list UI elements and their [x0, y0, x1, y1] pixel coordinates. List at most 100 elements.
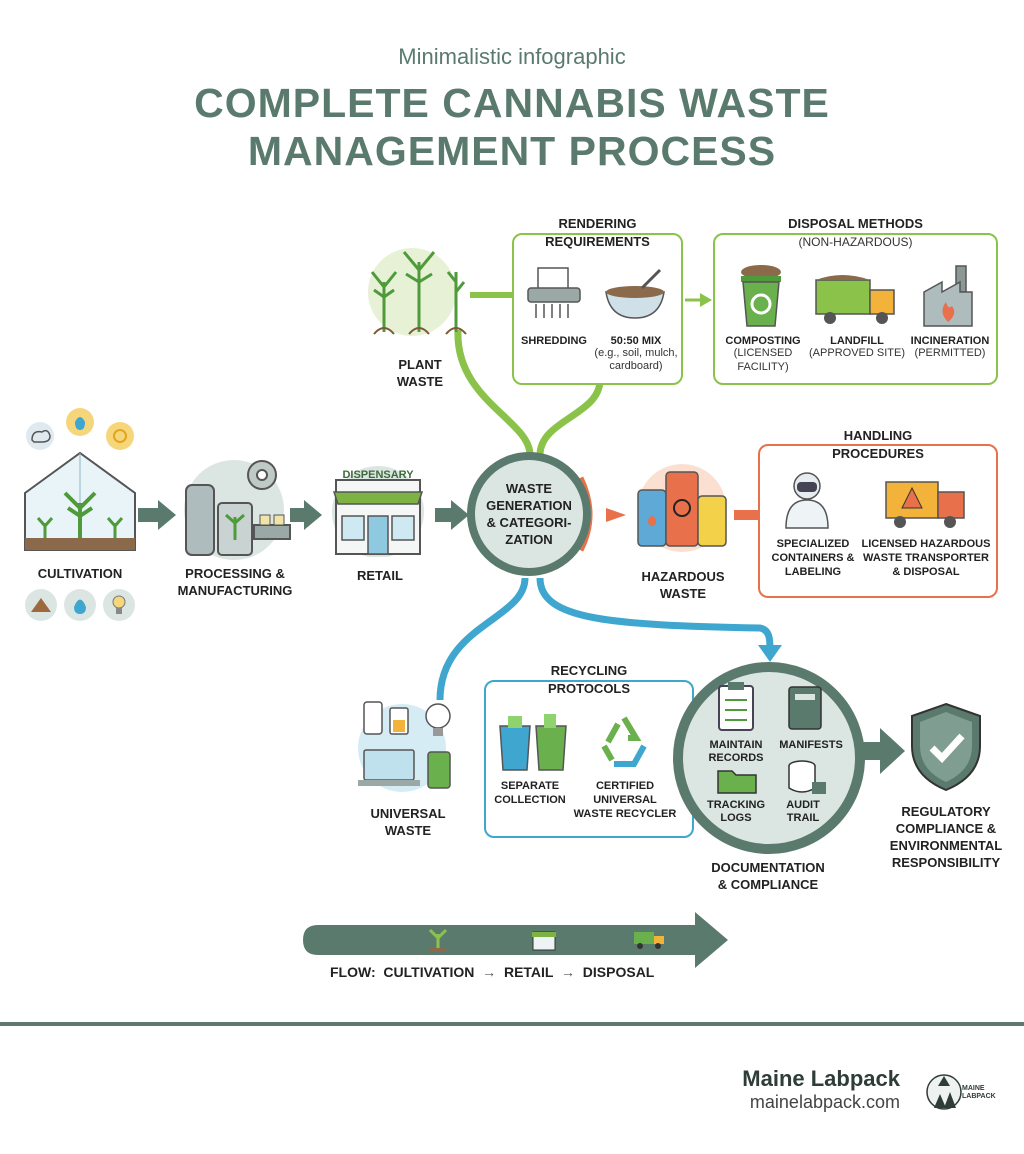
composting-note-2: FACILITY) [737, 361, 789, 373]
arrow-cultivation-processing [138, 508, 160, 522]
flow-plant-icon [424, 926, 452, 952]
dispensary-icon [328, 462, 428, 557]
mix-note-1: (e.g., soil, mulch, [594, 347, 678, 359]
shredder-icon [524, 264, 584, 322]
certified-label-3: WASTE RECYCLER [573, 808, 677, 820]
arrow-retail-hub [435, 508, 453, 522]
retail-label: RETAIL [357, 568, 403, 583]
shield-check-icon [906, 700, 986, 794]
flow-truck-icon [632, 928, 666, 950]
mix-note-2: cardboard) [609, 360, 663, 372]
processing-label-1: PROCESSING & [185, 566, 285, 581]
handling-title-1: HANDLING [843, 428, 913, 443]
waste-hub [467, 452, 591, 576]
flow-store-icon [530, 926, 558, 952]
transport-label-1: LICENSED HAZARDOUS [861, 538, 991, 550]
documentation-circle [673, 662, 865, 854]
documentation-title-2: & COMPLIANCE [717, 877, 819, 892]
flow-arrow [303, 912, 728, 968]
composting-label: COMPOSTING [725, 335, 801, 347]
title-line-2: MANAGEMENT PROCESS [247, 128, 777, 174]
handling-title-2: PROCEDURES [832, 446, 924, 461]
outcome-label-4: RESPONSIBILITY [891, 855, 1001, 870]
containers-label-2: CONTAINERS & [771, 552, 855, 564]
hub-label-3: & CATEGORI- [486, 515, 572, 530]
database-lock-icon [786, 758, 828, 798]
recycling-title-1: RECYCLING [550, 663, 628, 678]
manifests-label: MANIFESTS [779, 739, 843, 751]
arrow-processing-retail [290, 508, 306, 522]
cultivation-resources-icons [24, 588, 136, 622]
compost-bin-icon [733, 262, 789, 328]
flow-step-3: DISPOSAL [582, 964, 655, 980]
footer-divider [0, 1022, 1024, 1026]
hub-label-1: WASTE [505, 481, 553, 496]
plant-waste-label-2: WASTE [396, 374, 444, 389]
disposal-title: DISPOSAL METHODS [788, 216, 923, 231]
protective-suit-icon [780, 470, 834, 530]
certified-label-2: UNIVERSAL [593, 794, 657, 806]
hazardous-waste-icon [630, 460, 736, 552]
documentation-title-1: DOCUMENTATION [711, 860, 825, 875]
title-line-1: COMPLETE CANNABIS WASTE [194, 80, 830, 126]
shredding-label: SHREDDING [520, 335, 587, 347]
landfill-truck-icon [812, 270, 898, 326]
universal-label-2: WASTE [384, 823, 432, 838]
incineration-note: (PERMITTED) [914, 347, 986, 359]
universal-label-1: UNIVERSAL [370, 806, 446, 821]
hazardous-label-2: WASTE [659, 586, 707, 601]
tracking-label-1: TRACKING [706, 799, 766, 811]
rendering-title-1: RENDERING [558, 216, 637, 231]
transport-label-3: & DISPOSAL [892, 566, 960, 578]
certified-label-1: CERTIFIED [595, 780, 655, 792]
incinerator-icon [920, 262, 976, 328]
tracking-label-2: LOGS [720, 812, 752, 824]
hub-label-2: GENERATION [486, 498, 572, 513]
landfill-note: (APPROVED SITE) [809, 347, 905, 359]
logo-text-1: MAINE [962, 1085, 985, 1092]
mix-label: 50:50 MIX [610, 335, 662, 347]
containers-label-3: LABELING [784, 566, 842, 578]
incineration-label: INCINERATION [910, 335, 990, 347]
containers-label-1: SPECIALIZED [776, 538, 850, 550]
flow-step-2: RETAIL [503, 964, 554, 980]
records-label-2: RECORDS [708, 752, 764, 764]
audit-label-1: AUDIT [786, 799, 820, 811]
cultivation-icon-group [20, 408, 140, 558]
flow-arrow-glyph-2: → [557, 964, 579, 980]
transport-label-2: WASTE TRANSPORTER [863, 552, 989, 564]
processing-label-2: MANUFACTURING [177, 583, 293, 598]
logo-text-2: LABPACK [962, 1093, 996, 1100]
plant-waste-icon [364, 242, 474, 338]
brand-logo: MAINE LABPACK [926, 1072, 996, 1116]
manifest-book-icon [786, 684, 824, 732]
cultivation-label: CULTIVATION [37, 566, 123, 581]
audit-label-2: TRAIL [786, 812, 820, 824]
separate-label-1: SEPARATE [500, 780, 560, 792]
recycling-bins-icon [496, 712, 572, 772]
rendering-title-2: REQUIREMENTS [545, 234, 650, 249]
clipboard-icon [716, 680, 756, 732]
records-label-1: MAINTAIN [709, 739, 763, 751]
processing-icon-group [176, 455, 294, 560]
brand-url[interactable]: mainelabpack.com [749, 1092, 900, 1112]
recycle-symbol-icon [594, 712, 654, 770]
flow-arrow-glyph-1: → [478, 964, 501, 980]
mix-bowl-icon [600, 266, 670, 322]
outcome-label-1: REGULATORY [901, 804, 991, 819]
connector-rendering [536, 379, 604, 456]
folder-icon [716, 765, 758, 795]
outcome-label-3: ENVIRONMENTAL [889, 838, 1003, 853]
recycling-title-2: PROTOCOLS [547, 681, 631, 696]
separate-label-2: COLLECTION [494, 794, 566, 806]
hazmat-truck-icon [882, 476, 968, 530]
plant-waste-label-1: PLANT [398, 357, 442, 372]
hazardous-label-1: HAZARDOUS [641, 569, 725, 584]
connector-documentation [536, 577, 774, 651]
hub-label-4: ZATION [505, 532, 553, 547]
brand-name: Maine Labpack [742, 1066, 900, 1091]
composting-note-1: (LICENSED [733, 347, 793, 359]
flow-caption: FLOW: CULTIVATION → RETAIL → DISPOSAL [330, 964, 710, 984]
dispensary-sign: DISPENSARY [342, 469, 414, 481]
connector-plant-waste [454, 329, 534, 456]
